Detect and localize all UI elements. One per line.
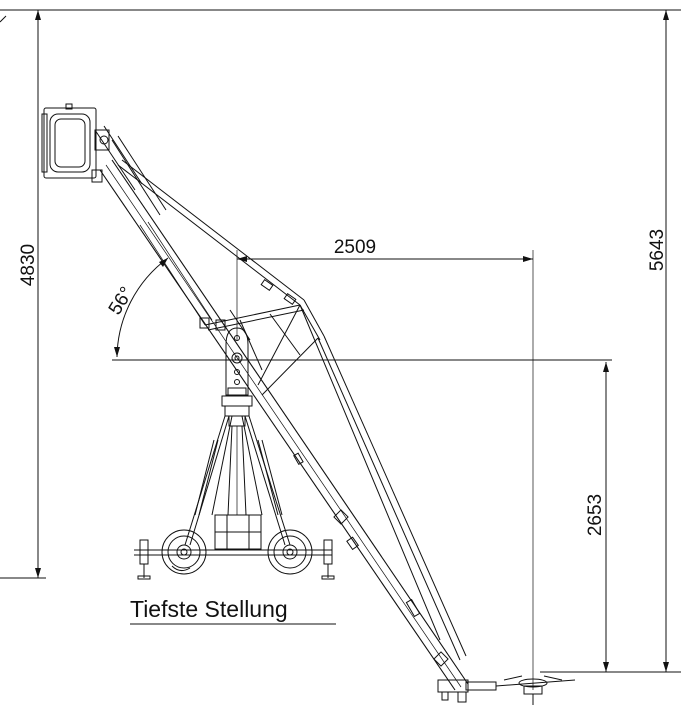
- dimension-lines: [0, 9, 681, 690]
- crane-boom: [94, 125, 469, 691]
- dimension-boom-height: 4830: [18, 244, 39, 286]
- center-column: [221, 327, 253, 516]
- dimension-angle: 56°: [105, 283, 138, 318]
- tripod: [184, 415, 291, 550]
- dimension-lowest-height: 2653: [585, 494, 606, 536]
- base-dolly: [134, 529, 335, 580]
- boom-foot: [437, 675, 576, 705]
- caption-lowest-position: Tiefste Stellung: [130, 596, 288, 622]
- dimension-reach: 2509: [334, 237, 376, 258]
- dimension-total-height: 5643: [647, 229, 668, 271]
- camera-head: [41, 103, 110, 183]
